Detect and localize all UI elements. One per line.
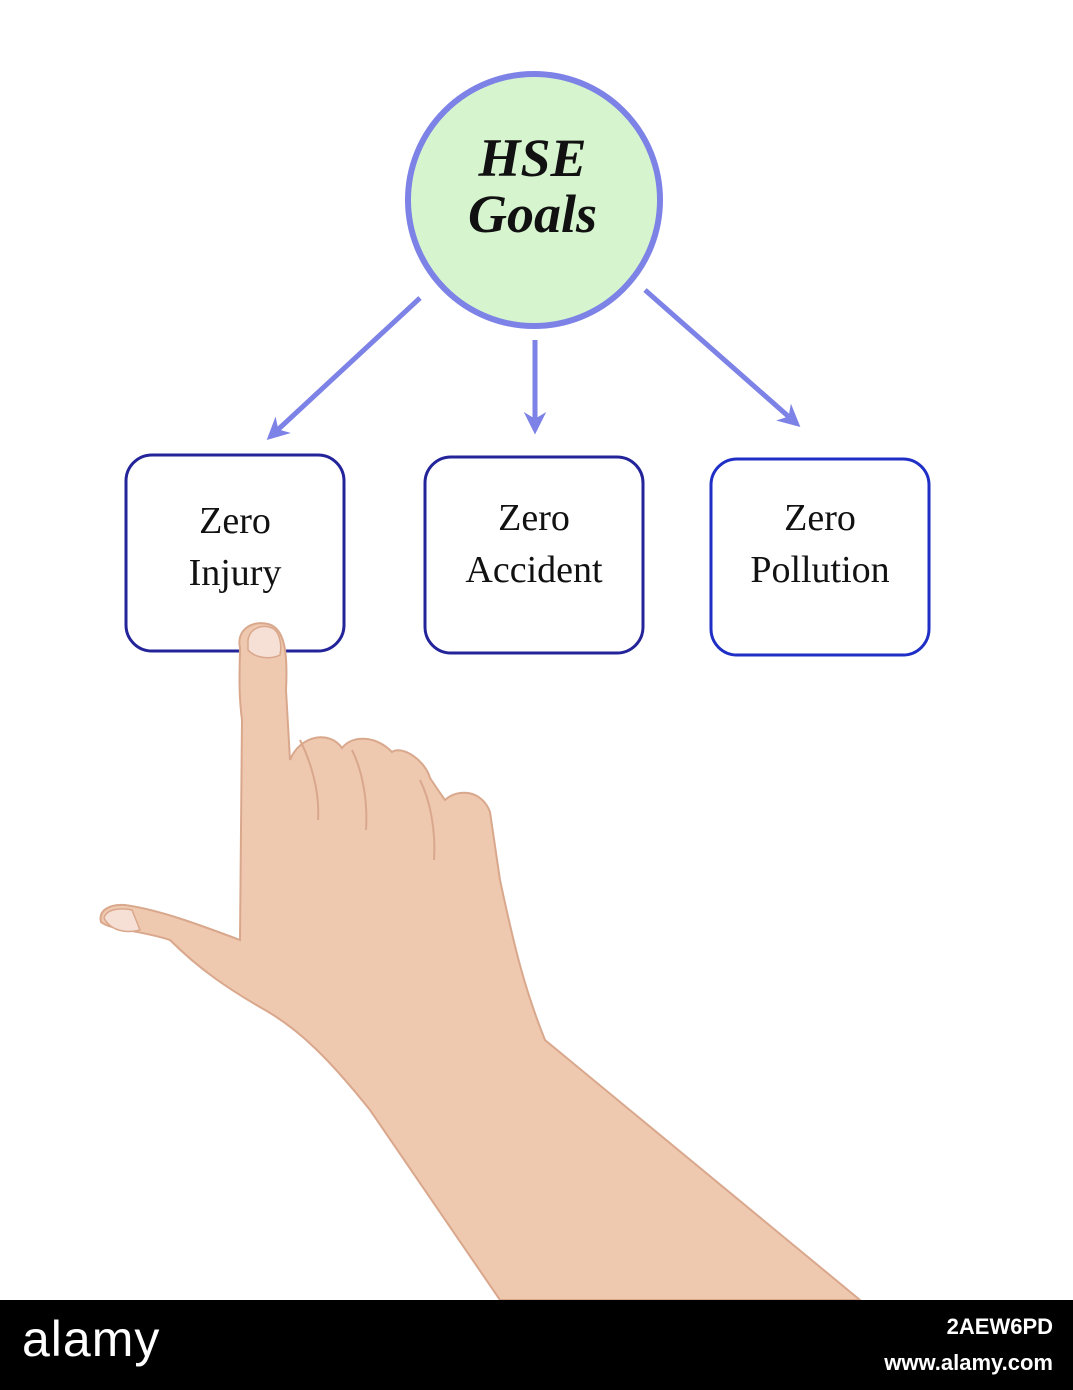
hub-title-line2: Goals [467,184,597,244]
box-label-line2: Pollution [750,549,890,591]
image-id: 2AEW6PD [946,1314,1053,1339]
box-label-zero-pollution: Zero Pollution [711,492,929,596]
box-label-line1: Zero [784,497,856,539]
box-label-line2: Injury [188,552,282,594]
hub-circle [405,71,663,329]
alamy-logo: alamy [22,1311,161,1367]
diagram-canvas [99,71,931,1300]
box-zero-accident [423,455,645,655]
box-label-line1: Zero [498,497,570,539]
box-zero-injury [124,453,346,653]
hub-title: HSE Goals [405,130,660,242]
box-label-line1: Zero [199,500,271,542]
box-zero-pollution [709,457,931,657]
site-url: www.alamy.com [884,1350,1053,1375]
box-label-zero-accident: Zero Accident [425,492,643,596]
watermark-footer: alamy 2AEW6PD www.alamy.com [0,1300,1073,1390]
box-label-line2: Accident [465,549,603,591]
arrow-to-zero-pollution [643,288,801,427]
hub-title-line1: HSE [478,128,587,188]
pointing-hand-image [99,622,862,1300]
arrow-to-zero-injury [266,296,422,441]
box-label-zero-injury: Zero Injury [126,495,344,599]
